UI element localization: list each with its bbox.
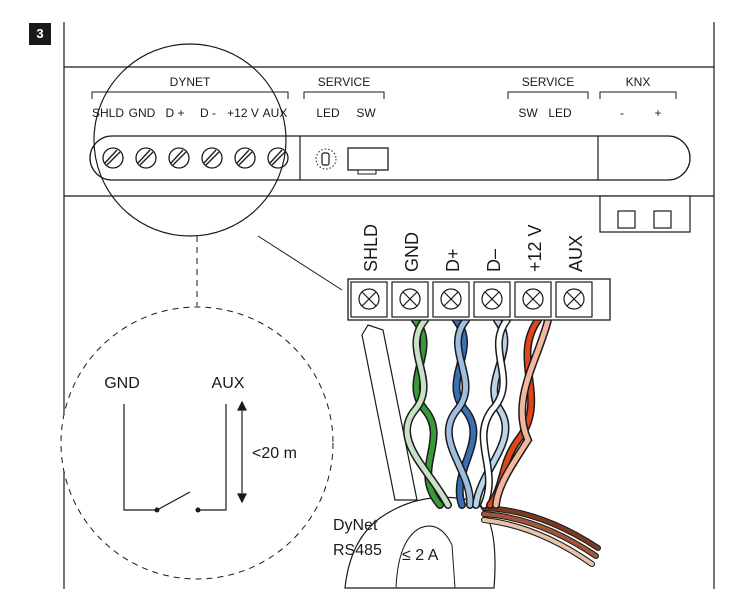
knx-connector-module <box>599 195 691 233</box>
service-right-group-label: SERVICE <box>522 75 574 89</box>
service-left-label-led: LED <box>316 106 340 120</box>
gateway-device: DYNET SERVICE SERVICE KNX SHLD GND D + D… <box>64 66 714 233</box>
strip-screw-dplus <box>168 147 190 169</box>
knx-socket-plus <box>653 210 672 229</box>
aux-detail-aux-label: AUX <box>212 375 245 392</box>
service-right-group-bracket <box>507 91 589 99</box>
strip-screw-shld <box>102 147 124 169</box>
aux-detail-distance-label: <20 m <box>252 445 297 462</box>
block-label-dplus: D+ <box>443 248 463 272</box>
strip-screw-12v <box>234 147 256 169</box>
service-left-label-sw: SW <box>356 106 376 120</box>
knx-socket-minus <box>617 210 636 229</box>
block-screw-gnd <box>391 281 429 318</box>
block-label-gnd: GND <box>402 232 422 272</box>
service-right-label-sw: SW <box>518 106 538 120</box>
block-screw-aux <box>555 281 593 318</box>
shield-drain-wire <box>361 324 418 501</box>
switch-contact-left <box>154 507 160 513</box>
cable-label-dynet: DyNet <box>333 517 378 534</box>
dynet-terminal-label-dplus: D + <box>165 106 184 120</box>
magnifier-leader-line <box>257 235 343 291</box>
switch-blade <box>156 491 191 511</box>
service-right-label-led: LED <box>548 106 572 120</box>
magnifier-circle <box>93 43 287 237</box>
dynet-terminal-label-dminus: D - <box>200 106 216 120</box>
terminal-strip <box>89 135 691 181</box>
knx-group-bracket <box>599 91 677 99</box>
dynet-terminal-label-12v: +12 V <box>227 106 259 120</box>
block-label-aux: AUX <box>566 235 586 272</box>
power-leads <box>481 505 601 567</box>
knx-group-label: KNX <box>626 75 651 89</box>
twisted-pair-green <box>403 316 452 509</box>
gnd-wire <box>123 404 157 511</box>
dynet-group-bracket <box>91 91 289 99</box>
twisted-pair-orange <box>486 316 552 509</box>
dynet-group-label: DYNET <box>170 75 211 89</box>
dynet-terminal-label-gnd: GND <box>129 106 156 120</box>
cable-label-rs485: RS485 <box>333 542 382 559</box>
aux-switch-detail: GND AUX <20 m <box>60 306 334 580</box>
cable-bundle <box>344 316 601 589</box>
strip-screw-dminus <box>201 147 223 169</box>
aux-detail-gnd-label: GND <box>104 375 140 392</box>
step-number-badge: 3 <box>29 23 51 45</box>
service-led-icon <box>315 148 337 170</box>
aux-detail-circle <box>60 306 334 580</box>
service-left-group-label: SERVICE <box>318 75 370 89</box>
block-label-dminus: D– <box>484 249 504 272</box>
dynet-terminal-label-shld: SHLD <box>92 106 124 120</box>
block-screw-dminus <box>473 281 511 318</box>
block-label-shld: SHLD <box>361 224 381 272</box>
cable-label-current-limit: ≤ 2 A <box>402 547 439 564</box>
twisted-pair-lightblue <box>472 316 511 509</box>
switch-contact-right <box>195 507 201 513</box>
knx-label-minus: - <box>620 106 624 120</box>
service-switch-icon <box>347 147 389 175</box>
knx-label-plus: + <box>654 106 661 120</box>
service-left-group-bracket <box>303 91 385 99</box>
aux-wire <box>198 404 227 511</box>
block-label-12v: +12 V <box>525 224 545 272</box>
twisted-pair-blue <box>444 316 478 509</box>
strip-screw-gnd <box>135 147 157 169</box>
distance-arrow <box>237 400 247 504</box>
block-screw-12v <box>514 281 552 318</box>
block-screw-shld <box>350 281 388 318</box>
terminal-block: SHLD GND D+ D– +12 V AUX <box>347 224 611 321</box>
block-screw-dplus <box>432 281 470 318</box>
